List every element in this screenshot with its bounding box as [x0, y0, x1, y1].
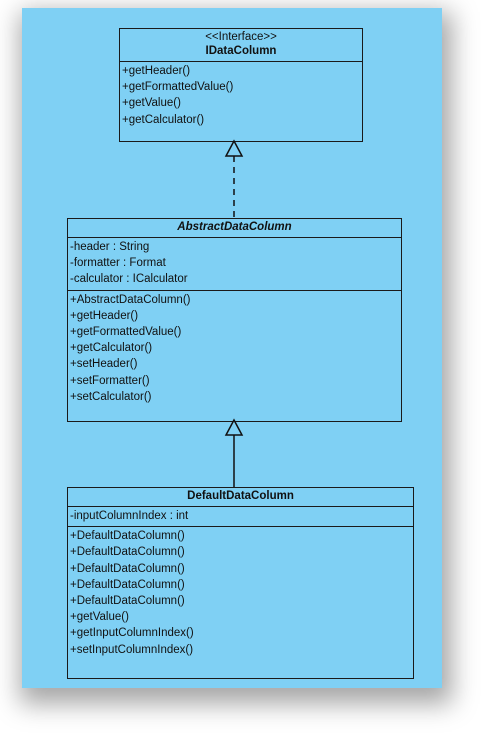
- operation: +setInputColumnIndex(): [70, 643, 194, 656]
- operation: +getCalculator(): [122, 113, 205, 126]
- operation: +DefaultDataColumn(): [70, 562, 185, 575]
- operation: +setCalculator(): [70, 390, 152, 403]
- class-idatacolumn[interactable]: <<Interface>> IDataColumn +getHeader() +…: [119, 28, 363, 142]
- stereotype-label: <<Interface>>: [205, 31, 277, 43]
- class-header: <<Interface>> IDataColumn: [120, 29, 362, 62]
- operation: +setHeader(): [70, 358, 138, 371]
- operations-section: +getHeader() +getFormattedValue() +getVa…: [120, 62, 362, 130]
- operation: +DefaultDataColumn(): [70, 578, 185, 591]
- operation: +getValue(): [70, 611, 129, 624]
- operations-section: +DefaultDataColumn() +DefaultDataColumn(…: [68, 526, 413, 660]
- attribute: -inputColumnIndex : int: [70, 510, 189, 522]
- operation: +AbstractDataColumn(): [70, 293, 191, 306]
- attributes-section: -inputColumnIndex : int: [68, 507, 413, 526]
- class-header: AbstractDataColumn: [68, 219, 401, 238]
- class-defaultdatacolumn[interactable]: DefaultDataColumn -inputColumnIndex : in…: [67, 487, 414, 679]
- attributes-section: -header : String -formatter : Format -ca…: [68, 238, 401, 290]
- operation: +getFormattedValue(): [122, 81, 234, 94]
- operation: +setFormatter(): [70, 374, 150, 387]
- operation: +getValue(): [122, 97, 181, 110]
- class-name: AbstractDataColumn: [177, 221, 292, 233]
- operation: +getCalculator(): [70, 342, 153, 355]
- class-name: DefaultDataColumn: [187, 490, 294, 502]
- operation: +DefaultDataColumn(): [70, 595, 185, 608]
- class-name: IDataColumn: [205, 45, 277, 57]
- operation: +getHeader(): [70, 309, 139, 322]
- operation: +DefaultDataColumn(): [70, 546, 185, 559]
- class-abstractdatacolumn[interactable]: AbstractDataColumn -header : String -for…: [67, 218, 402, 422]
- operations-section: +AbstractDataColumn() +getHeader() +getF…: [68, 289, 401, 407]
- operation: +getFormattedValue(): [70, 326, 182, 339]
- attribute: -calculator : ICalculator: [70, 273, 188, 286]
- operation: +DefaultDataColumn(): [70, 530, 185, 543]
- attribute: -formatter : Format: [70, 257, 166, 270]
- attribute: -header : String: [70, 241, 150, 253]
- operation: +getHeader(): [122, 65, 191, 77]
- operation: +getInputColumnIndex(): [70, 627, 194, 640]
- diagram-canvas: [22, 8, 442, 688]
- class-header: DefaultDataColumn: [68, 488, 413, 507]
